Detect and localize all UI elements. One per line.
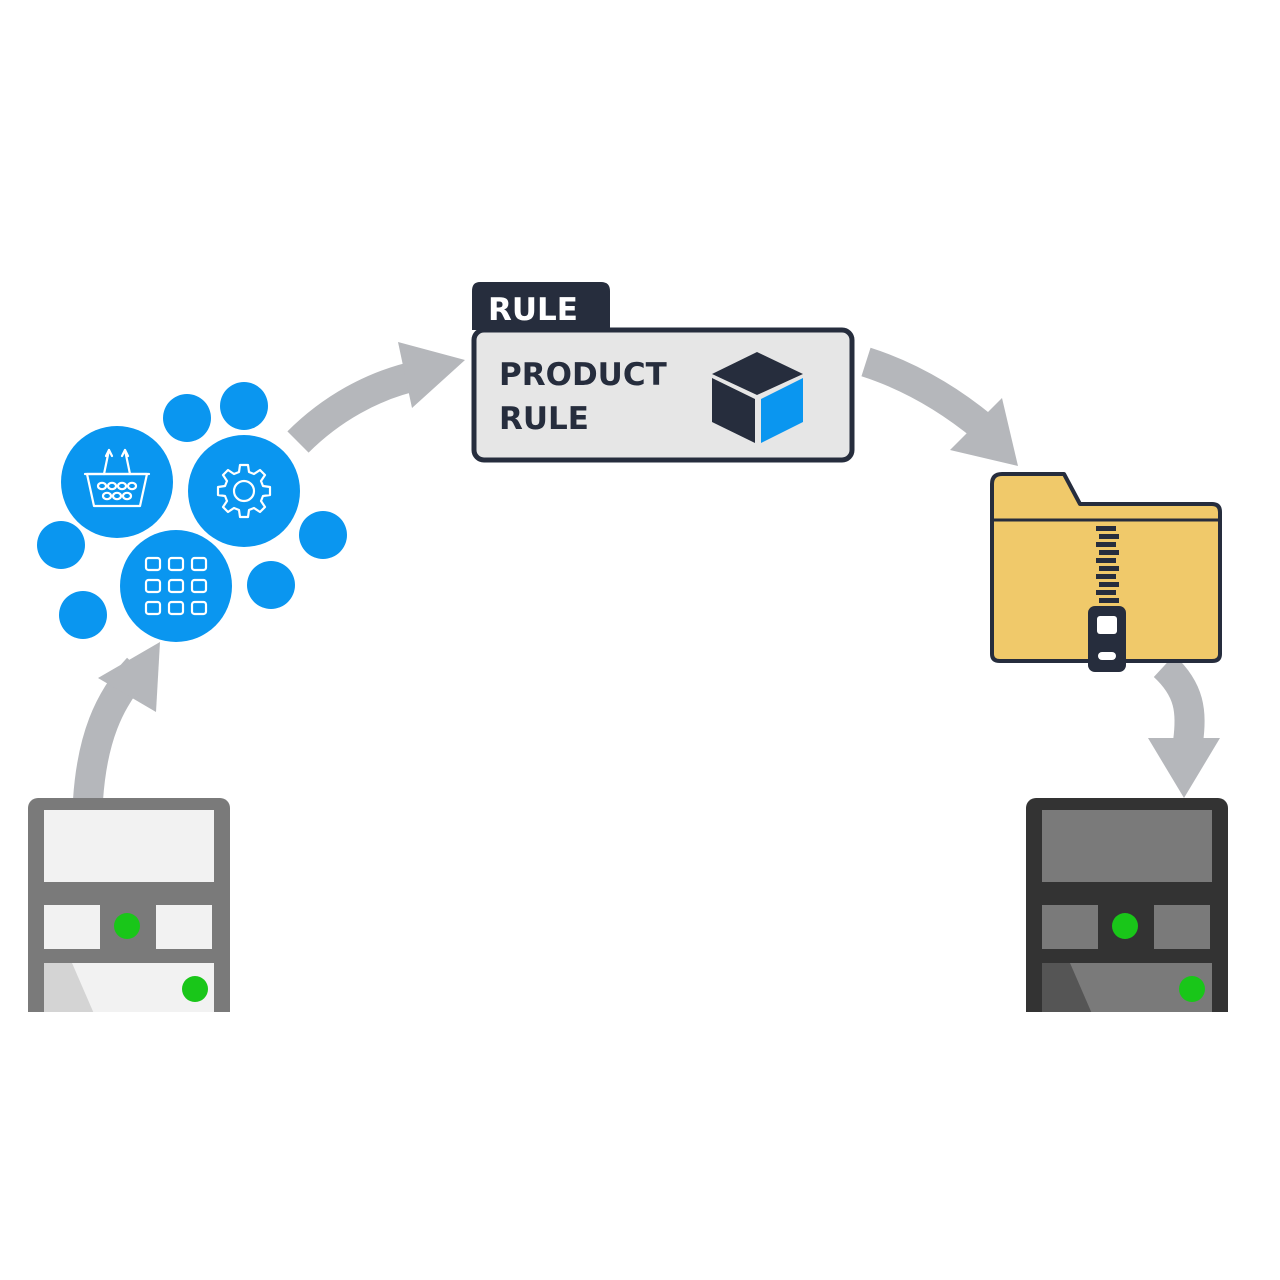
cluster-dot — [299, 511, 347, 559]
arrow-rule-to-archive — [861, 347, 1018, 466]
cluster-dot — [37, 521, 85, 569]
basket-icon — [61, 426, 173, 538]
cluster-dot — [59, 591, 107, 639]
gear-icon — [188, 435, 300, 547]
arrow-archive-to-target — [1148, 654, 1220, 798]
arrow-server-to-cluster — [73, 642, 160, 802]
status-led — [1179, 976, 1205, 1002]
rule-card: RULE PRODUCT RULE — [471, 282, 855, 463]
cube-icon — [712, 352, 803, 443]
status-led — [182, 976, 208, 1002]
cluster-dot — [220, 382, 268, 430]
zip-folder-icon — [990, 472, 1222, 672]
rule-tab-label: RULE — [488, 292, 578, 328]
rule-title-line-1: PRODUCT — [499, 357, 667, 393]
cluster-dot — [163, 394, 211, 442]
status-led — [114, 913, 140, 939]
source-server-icon — [28, 798, 230, 1038]
grid-icon — [120, 530, 232, 642]
target-server-icon — [1026, 798, 1228, 1038]
crop-mask — [0, 1012, 1280, 1280]
rule-tab — [472, 282, 610, 330]
data-cluster — [37, 382, 347, 642]
arrow-cluster-to-rule — [287, 342, 465, 453]
cluster-dot — [247, 561, 295, 609]
rule-title-line-2: RULE — [499, 401, 589, 437]
status-led — [1112, 913, 1138, 939]
